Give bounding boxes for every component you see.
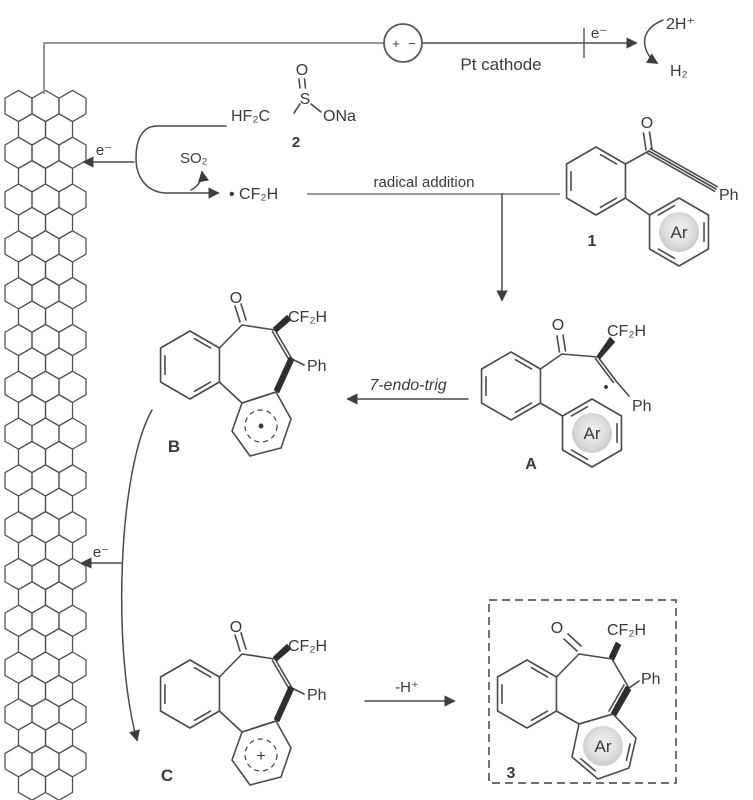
anode-activation: e⁻ SO₂ • CF₂H — [82, 125, 278, 203]
intermediateC-label: C — [161, 766, 173, 785]
m3-ph-label: Ph — [641, 671, 661, 688]
compound1-label: 1 — [588, 233, 597, 250]
mB-cf2h-label: CF₂H — [288, 309, 327, 326]
sulfur-label: S — [300, 91, 311, 108]
m3-seven-ring — [555, 653, 630, 725]
intermediate-A: O CF₂H • Ph Ar A — [480, 317, 652, 473]
sulfinate-to-radical-arc — [135, 125, 227, 199]
product-box — [488, 599, 677, 784]
m1-ar-label: Ar — [671, 223, 688, 242]
mB-radical-dot: • — [258, 416, 264, 436]
intermediate-C: O CF₂H Ph + C — [159, 619, 327, 786]
deprotonation-label: -H⁺ — [395, 679, 419, 696]
mC-delocalized-cation-circle — [244, 738, 278, 772]
mA-cf2h-wedge-bond — [596, 336, 616, 360]
b-to-c-arc — [120, 409, 153, 742]
m1-ph-label: Ph — [719, 187, 739, 204]
intermediateB-label: B — [168, 437, 180, 456]
hf2c-label: HF₂C — [231, 108, 270, 125]
mA-oxygen-label: O — [552, 317, 564, 334]
product-3: O CF₂H Ph Ar 3 — [488, 599, 677, 784]
ar-disc — [572, 413, 612, 453]
mB-delocalized-radical-circle — [244, 409, 278, 443]
electron-label-cathode: e⁻ — [591, 25, 607, 42]
mB-oxygen-label: O — [230, 290, 242, 307]
carbon-anode-lattice — [4, 89, 87, 800]
intermediateA-label: A — [525, 456, 537, 473]
ar-disc — [659, 212, 699, 252]
m1-oxygen-label: O — [641, 115, 653, 132]
mB-ph-label: Ph — [307, 358, 327, 375]
radical-addition-label: radical addition — [374, 174, 475, 191]
m3-cf2h-label: CF₂H — [607, 622, 646, 639]
intermediate-B: O CF₂H Ph • B — [159, 290, 327, 457]
product3-label: 3 — [507, 765, 516, 782]
mA-cf2h-label: CF₂H — [607, 323, 646, 340]
mA-ph-label: Ph — [632, 398, 652, 415]
mB-seven-ring — [218, 324, 293, 404]
m3-ar-label: Ar — [595, 737, 612, 756]
so2-release-arrow — [190, 170, 210, 191]
cyclization-label: 7-endo-trig — [369, 377, 446, 394]
sulfinate-oxygen-label: O — [296, 62, 308, 79]
circuit: + − Pt cathode e⁻ 2H⁺ H₂ — [43, 16, 695, 94]
power-plus-sign: + — [392, 36, 400, 51]
cf2h-radical-label: • CF₂H — [229, 186, 278, 203]
m3-aryl-wedge-bond — [610, 685, 632, 717]
mC-cf2h-wedge-bond — [272, 643, 292, 662]
mC-seven-ring — [218, 653, 293, 733]
mC-cation-plus: + — [256, 748, 265, 765]
mA-ar-label: Ar — [584, 424, 601, 443]
compound2-label: 2 — [292, 134, 300, 151]
electron-label-anode: e⁻ — [96, 142, 112, 159]
ona-label: ONa — [323, 108, 356, 125]
sulfinate-2: HF₂C S O ONa 2 — [231, 62, 356, 151]
mA-radical-dot: • — [603, 379, 608, 396]
hydrogen-evolution-arc — [643, 19, 664, 64]
protons-label: 2H⁺ — [666, 16, 695, 33]
m3-oxygen-label: O — [551, 620, 563, 637]
hydrogen-label: H₂ — [670, 63, 688, 80]
radical-addition-step: radical addition — [307, 174, 560, 302]
mC-cf2h-label: CF₂H — [288, 638, 327, 655]
substrate-1: O Ph Ar 1 — [565, 115, 739, 267]
m3-cf2h-wedge-bond — [608, 641, 622, 661]
power-minus-sign: − — [408, 36, 416, 51]
mC-ph-label: Ph — [307, 687, 327, 704]
power-source-icon — [383, 23, 423, 63]
anode-wire — [43, 42, 384, 94]
deprotonation-step: -H⁺ — [364, 679, 456, 707]
so2-label: SO₂ — [180, 150, 208, 167]
mC-oxygen-label: O — [230, 619, 242, 636]
mC-sp3-wedge-bond — [273, 685, 295, 723]
ar-disc — [583, 726, 623, 766]
electron-label-oxidation: e⁻ — [93, 544, 109, 561]
mB-sp3-wedge-bond — [273, 356, 295, 394]
pt-cathode-label: Pt cathode — [460, 55, 541, 74]
mB-cf2h-wedge-bond — [272, 314, 292, 333]
oxidation-step: e⁻ — [80, 409, 153, 742]
cyclization-step: 7-endo-trig — [346, 377, 469, 405]
